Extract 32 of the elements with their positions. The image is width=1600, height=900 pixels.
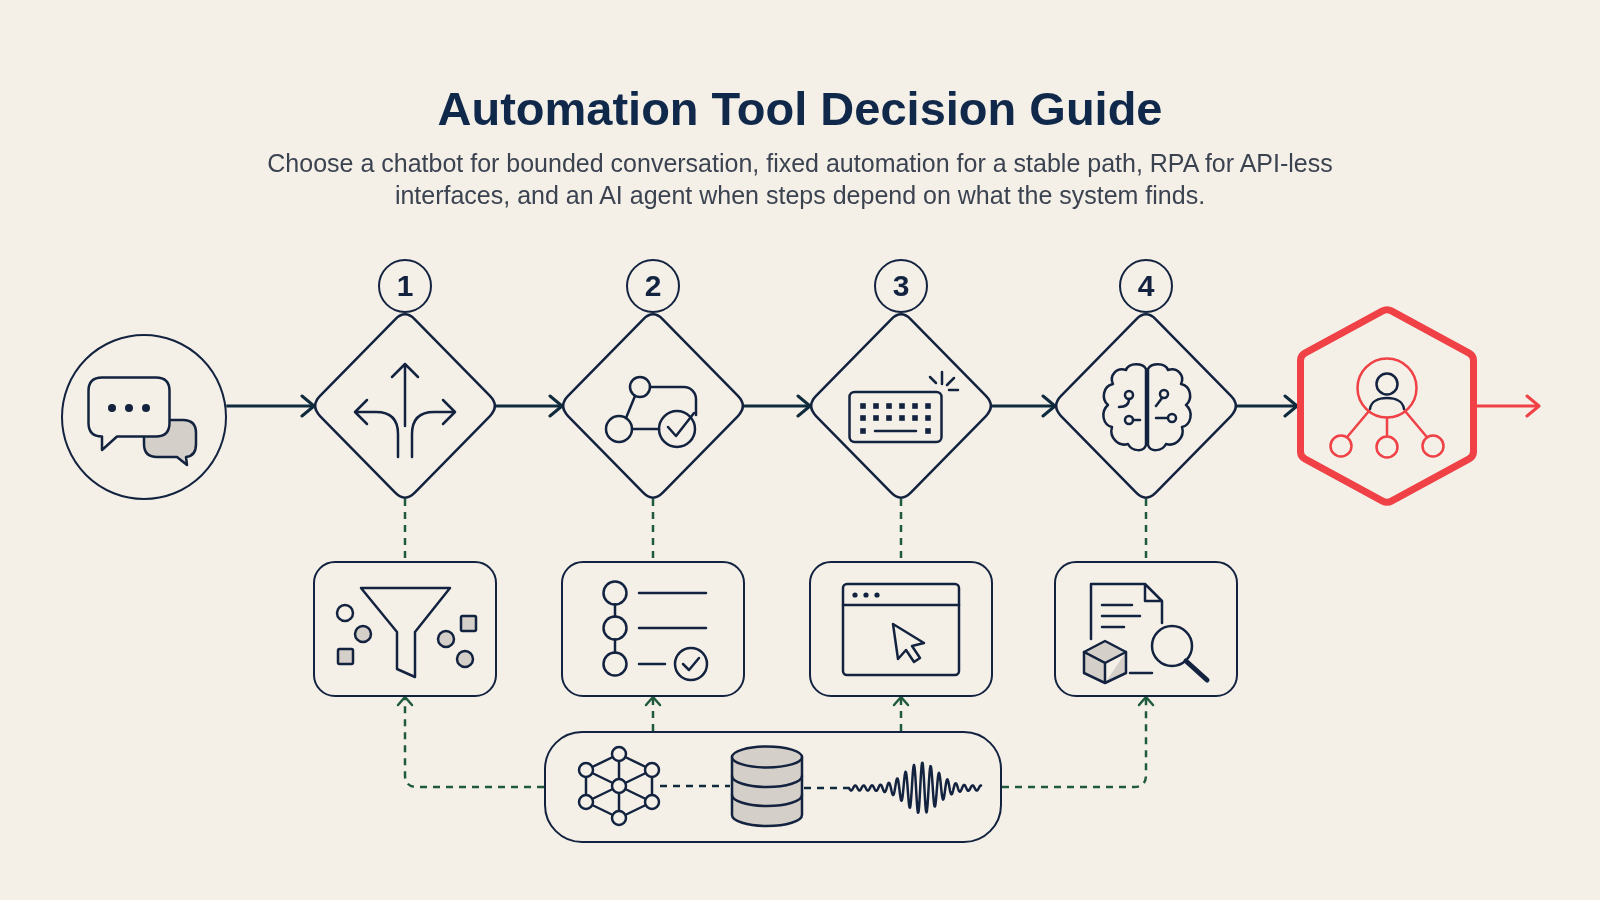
dashed-connector-line [899, 499, 903, 561]
step-number: 3 [874, 259, 928, 313]
dashed-arrow [644, 695, 662, 731]
dashed-connector-line [1144, 499, 1148, 561]
detail-card [561, 561, 745, 697]
outcome-hexagon [1297, 305, 1477, 507]
dashed-connector-line [403, 499, 407, 561]
step-number: 4 [1119, 259, 1173, 313]
arrow [226, 394, 316, 418]
dashed-connector-line [660, 784, 730, 788]
dashed-connector-line [651, 499, 655, 561]
step-number: 2 [626, 259, 680, 313]
step-number: 1 [378, 259, 432, 313]
detail-card [313, 561, 497, 697]
arrow [496, 394, 564, 418]
arrow [1477, 394, 1541, 418]
dashed-connector-line [804, 786, 849, 790]
detail-card [1054, 561, 1238, 697]
database-icon [729, 744, 804, 827]
arrow [744, 394, 812, 418]
subtitle: Choose a chatbot for bounded conversation, fixed automation for a stable path, RPA for API-less interfaces, and an AI agent when steps depend on what the system finds. [266, 148, 1334, 211]
waveform-icon [848, 760, 981, 815]
arrow [992, 394, 1057, 418]
detail-card [809, 561, 993, 697]
network-graph-icon [577, 745, 660, 826]
dashed-arrow [1002, 695, 1155, 789]
data-sources-panel [544, 731, 1002, 843]
title: Automation Tool Decision Guide [437, 82, 1163, 136]
dashed-arrow [396, 695, 544, 789]
chat-circle [61, 334, 227, 500]
dashed-arrow [892, 695, 910, 731]
arrow [1237, 394, 1299, 418]
